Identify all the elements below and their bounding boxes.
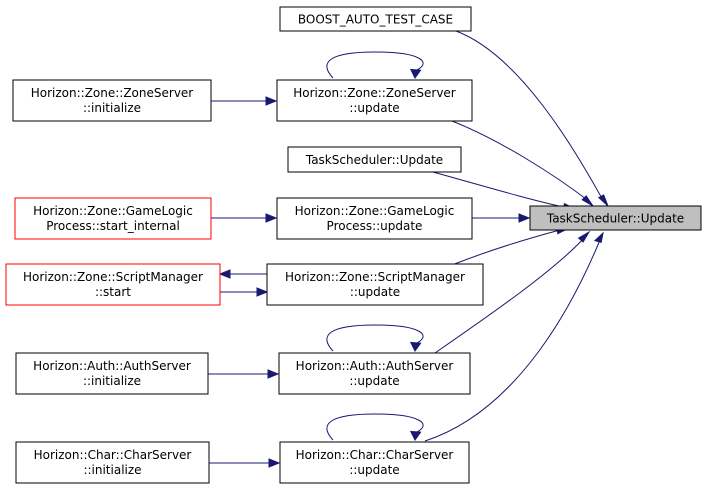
node-label: Horizon::Zone::ScriptManager [23,270,203,284]
node-scriptmanager-update[interactable]: Horizon::Zone::ScriptManager ::update [266,263,484,306]
node-label: TaskScheduler::Update [546,212,684,226]
node-label: Horizon::Char::CharServer [34,448,192,462]
node-charserver-update[interactable]: Horizon::Char::CharServer ::update [279,441,470,484]
node-label: ::update [349,463,399,477]
node-authserver-initialize[interactable]: Horizon::Auth::AuthServer ::initialize [15,352,209,395]
node-taskscheduler-update-caller[interactable]: TaskScheduler::Update [287,146,462,173]
edge-authserver-update-to-update [434,236,586,354]
edge-authserver-update-self [326,324,424,352]
node-authserver-update[interactable]: Horizon::Auth::AuthServer ::update [278,352,471,395]
node-label: Horizon::Auth::AuthServer [296,359,454,373]
node-label: Horizon::Zone::ZoneServer [31,86,194,100]
node-boost-auto-test-case[interactable]: BOOST_AUTO_TEST_CASE [279,6,472,32]
node-label: Horizon::Zone::GameLogic [295,204,455,218]
node-label: Process::start_internal [46,219,180,233]
node-label: ::initialize [83,101,141,115]
edge-zoneserver-update-to-update [451,120,591,203]
node-zoneserver-initialize[interactable]: Horizon::Zone::ZoneServer ::initialize [12,79,212,122]
edge-boost-to-update [455,30,605,203]
edge-scriptmanager-update-to-update [451,229,561,266]
edge-charserver-update-self [326,413,424,441]
node-label: ::initialize [83,374,141,388]
node-label: ::initialize [83,463,141,477]
node-gamelogic-start-internal[interactable]: Horizon::Zone::GameLogic Process::start_… [14,197,212,240]
node-label: Horizon::Char::CharServer [296,448,454,462]
edge-taskscheduler-caller-to-update [432,171,569,209]
node-label: BOOST_AUTO_TEST_CASE [298,13,453,27]
node-scriptmanager-start[interactable]: Horizon::Zone::ScriptManager ::start [5,263,221,306]
node-gamelogic-update[interactable]: Horizon::Zone::GameLogic Process::update [276,197,473,240]
edge-charserver-update-to-update [424,239,601,442]
node-zoneserver-update[interactable]: Horizon::Zone::ZoneServer ::update [276,79,473,122]
node-label: Horizon::Zone::ScriptManager [285,270,465,284]
node-target-taskscheduler-update[interactable]: TaskScheduler::Update [529,205,702,231]
node-label: Horizon::Auth::AuthServer [33,359,191,373]
nodes: BOOST_AUTO_TEST_CASE Horizon::Zone::Zone… [5,6,702,484]
node-label: Horizon::Zone::ZoneServer [293,86,456,100]
node-label: ::update [350,285,400,299]
node-label: Horizon::Zone::GameLogic [33,204,193,218]
node-label: Process::update [327,219,423,233]
node-label: ::update [349,101,399,115]
node-charserver-initialize[interactable]: Horizon::Char::CharServer ::initialize [15,441,210,484]
node-label: ::update [349,374,399,388]
edge-zoneserver-update-self [326,51,424,79]
node-label: TaskScheduler::Update [305,153,443,167]
node-label: ::start [95,285,131,299]
